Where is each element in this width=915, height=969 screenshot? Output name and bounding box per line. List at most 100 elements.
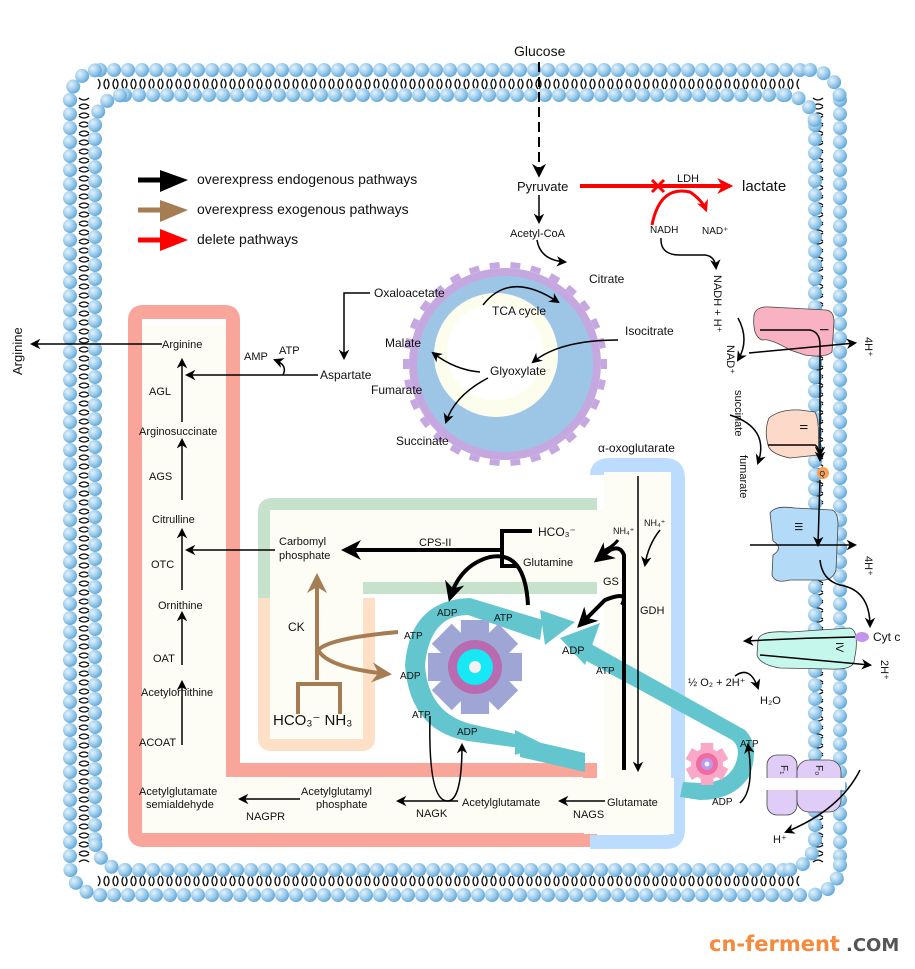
adp-label: ADP	[457, 727, 478, 738]
lipid-head	[88, 552, 102, 566]
lipid-head	[833, 499, 847, 513]
acetylglutamate-semialdehyde-label-2: semialdehyde	[146, 799, 214, 811]
aspartate-label: Aspartate	[320, 368, 372, 382]
lipid-head	[608, 88, 622, 102]
lipid-tail	[601, 875, 611, 887]
lipid-tail	[430, 875, 440, 887]
lipid-head	[63, 709, 77, 723]
lipid-head	[63, 485, 77, 499]
lipid-tail	[511, 78, 521, 90]
lipid-head	[833, 709, 847, 723]
lipid-head	[751, 888, 765, 902]
lipid-head	[833, 289, 847, 303]
lipid-tail	[385, 78, 395, 90]
lipid-head	[695, 63, 709, 77]
lipid-head	[625, 888, 639, 902]
lipid-head	[135, 888, 149, 902]
lipid-tail	[78, 241, 90, 251]
lipid-tail	[322, 875, 332, 887]
legend-label: overexpress endogenous pathways	[197, 171, 417, 187]
tca-membrane-tooth	[590, 398, 601, 411]
lipid-tail	[349, 78, 359, 90]
lipid-tail	[78, 637, 90, 647]
lipid-tail	[538, 78, 548, 90]
lipid-head	[807, 112, 822, 127]
lipid-tail	[78, 718, 90, 728]
lipid-head	[795, 857, 810, 872]
lipid-tail	[115, 875, 125, 887]
lipid-head	[174, 88, 188, 102]
lipid-head	[778, 88, 792, 102]
lipid-head	[88, 818, 102, 832]
lipid-head	[580, 863, 594, 877]
lipid-head	[829, 871, 844, 886]
alpha-ketoglutarate-label: α-oxoglutarate	[598, 441, 675, 455]
legend-item-exogenous: overexpress exogenous pathways	[138, 200, 409, 222]
lipid-head	[639, 888, 653, 902]
lipid-head	[63, 765, 77, 779]
lipid-tail	[160, 875, 170, 887]
tca-membrane-tooth	[548, 444, 561, 455]
lipid-head	[636, 88, 650, 102]
lipid-head	[706, 88, 720, 102]
lipid-head	[63, 751, 77, 765]
lipid-head	[112, 88, 127, 103]
lipid-head	[650, 863, 664, 877]
lipid-head	[496, 88, 510, 102]
lipid-head	[833, 219, 847, 233]
tca-membrane-tooth	[409, 398, 420, 411]
gear-tooth	[486, 623, 519, 656]
succinate-label: Succinate	[396, 434, 449, 448]
gdh-label: GDH	[640, 605, 665, 617]
atp-label: ATP	[494, 613, 513, 624]
lipid-tail	[78, 286, 90, 296]
acetylglutamyl-phosphate-label-2: phosphate	[316, 799, 367, 811]
lipid-head	[88, 804, 102, 818]
lipid-head	[803, 63, 817, 77]
lipid-tail	[78, 673, 90, 683]
lipid-head	[833, 807, 847, 821]
acetylglutamate-label: Acetylglutamate	[462, 797, 540, 809]
fumarate-label: Fumarate	[371, 383, 423, 397]
gear-tooth	[486, 678, 519, 711]
lipid-head	[342, 88, 356, 102]
glutamate-label: Glutamate	[607, 797, 658, 809]
glucose-label: Glucose	[514, 43, 566, 59]
lipid-head	[611, 888, 625, 902]
lipid-head	[63, 303, 77, 317]
gear-tooth	[505, 652, 522, 682]
tca-cycle-organelle	[403, 262, 607, 466]
lipid-tail	[232, 875, 242, 887]
lipid-tail	[78, 124, 90, 134]
malate-label: Malate	[385, 336, 421, 350]
lipid-head	[63, 653, 77, 667]
lipid-tail	[78, 403, 90, 413]
lipid-tail	[457, 78, 467, 90]
h-plus-label: H⁺	[773, 834, 787, 846]
lipid-tail	[403, 875, 413, 887]
lipid-head	[667, 63, 681, 77]
lipid-head	[233, 63, 247, 77]
lipid-head	[75, 68, 90, 83]
lipid-head	[88, 608, 102, 622]
lipid-head	[653, 888, 667, 902]
lipid-head	[63, 373, 77, 387]
lipid-tail	[78, 538, 90, 548]
lipid-head	[569, 63, 583, 77]
lipid-head	[471, 63, 485, 77]
lipid-tail	[529, 78, 539, 90]
lipid-head	[286, 863, 300, 877]
lipid-head	[833, 107, 847, 121]
lipid-head	[510, 88, 524, 102]
lipid-tail	[78, 358, 90, 368]
lipid-tail	[439, 78, 449, 90]
lipid-head	[88, 748, 102, 762]
2h-label: 2H⁺	[878, 660, 890, 680]
lipid-head	[177, 888, 191, 902]
lipid-head	[808, 818, 822, 832]
lipid-tail	[78, 115, 90, 125]
lipid-head	[63, 499, 77, 513]
lipid-tail	[142, 78, 152, 90]
pathway-arrows	[29, 62, 876, 834]
lipid-head	[429, 888, 443, 902]
